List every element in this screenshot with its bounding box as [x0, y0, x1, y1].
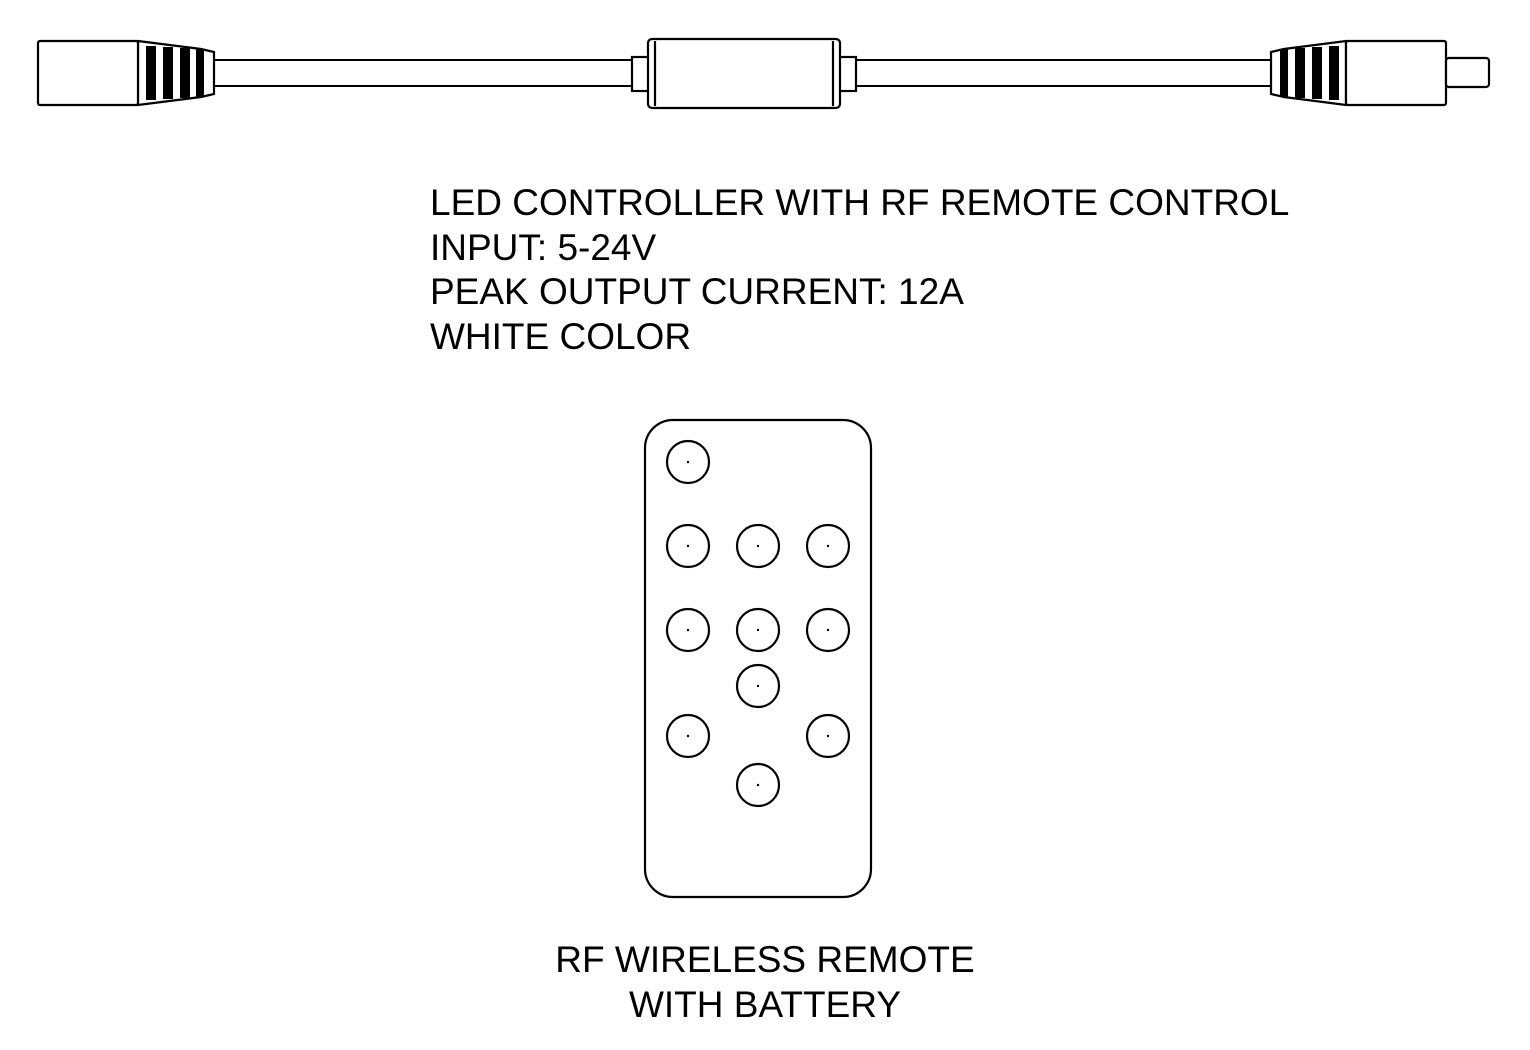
controller-peak-output-spec: PEAK OUTPUT CURRENT: 12A — [430, 271, 964, 312]
cable-right — [854, 59, 1272, 87]
remote-button-center-dot — [826, 628, 830, 632]
grip-ring-left-1 — [146, 46, 156, 100]
cable-left — [213, 59, 633, 87]
grip-ring-left-3 — [180, 48, 190, 98]
grip-ring-right-4 — [1329, 46, 1339, 100]
connector-pin-right — [1444, 56, 1491, 89]
remote-button-center-dot — [686, 544, 690, 548]
remote-caption-line-2: WITH BATTERY — [628, 984, 902, 1025]
remote-body — [643, 418, 873, 899]
female-dc-connector — [36, 39, 216, 107]
module-body — [646, 37, 842, 110]
remote-button-center-dot — [756, 544, 760, 548]
remote-button-center-dot — [686, 460, 690, 464]
rf-remote — [643, 418, 873, 899]
male-dc-connector — [1269, 39, 1491, 107]
controller-input-spec: INPUT: 5-24V — [430, 226, 657, 268]
grip-ring-right-2 — [1295, 48, 1305, 98]
grip-ring-right-1 — [1280, 49, 1288, 97]
led-controller-cable — [36, 37, 1491, 110]
remote-button-center-dot — [686, 734, 690, 738]
remote-caption: RF WIRELESS REMOTE WITH BATTERY — [465, 937, 1065, 1027]
controller-spec-text: LED CONTROLLER WITH RF REMOTE CONTROL IN… — [430, 181, 1289, 359]
controller-module — [630, 37, 858, 110]
remote-caption-line-1: RF WIRELESS REMOTE — [555, 939, 975, 980]
controller-color-spec: WHITE COLOR — [430, 315, 692, 357]
remote-button-group — [665, 439, 851, 808]
remote-button-center-dot — [756, 783, 760, 787]
remote-button-center-dot — [756, 628, 760, 632]
connector-barrel-right — [1344, 39, 1448, 107]
connector-barrel-left — [36, 39, 140, 107]
grip-ring-left-2 — [163, 47, 173, 99]
remote-button-center-dot — [756, 684, 760, 688]
remote-button-center-dot — [826, 544, 830, 548]
remote-button-center-dot — [686, 628, 690, 632]
grip-ring-left-4 — [196, 49, 204, 97]
grip-ring-right-3 — [1312, 47, 1322, 99]
controller-title: LED CONTROLLER WITH RF REMOTE CONTROL — [430, 182, 1290, 223]
remote-button-center-dot — [826, 734, 830, 738]
